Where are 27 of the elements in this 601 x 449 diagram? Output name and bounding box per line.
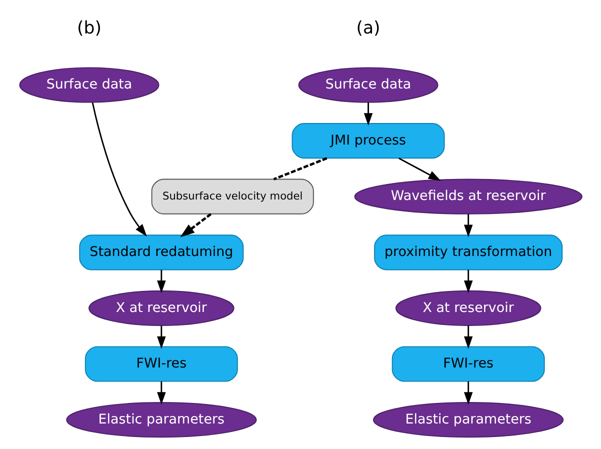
arrow xyxy=(156,326,166,349)
arrow xyxy=(91,102,146,237)
arrow xyxy=(156,270,166,294)
node-ellipse: Surface data xyxy=(298,67,438,103)
arrow xyxy=(363,102,372,126)
arrow xyxy=(463,270,472,294)
node-box: FWI-res xyxy=(84,346,238,382)
node-ellipse: Wavefields at reservoir xyxy=(354,178,582,214)
label: (b) xyxy=(76,18,101,38)
arrow xyxy=(156,381,166,405)
node-box: Subsurface velocity model xyxy=(150,178,314,214)
node-ellipse: X at reservoir xyxy=(88,290,234,326)
connector xyxy=(272,157,327,180)
node-box: proximity transformation xyxy=(374,234,562,270)
node-ellipse: Surface data xyxy=(18,67,159,103)
arrow xyxy=(398,158,440,181)
node-ellipse: Elastic parameters xyxy=(372,402,564,438)
arrow xyxy=(463,214,472,238)
node-box: Standard redatuming xyxy=(78,234,244,270)
node-ellipse: X at reservoir xyxy=(394,290,541,326)
node-box: JMI process xyxy=(291,123,444,159)
arrow xyxy=(463,381,472,405)
arrow xyxy=(463,326,472,349)
node-box: FWI-res xyxy=(391,346,544,382)
label: (a) xyxy=(356,18,380,38)
node-ellipse: Elastic parameters xyxy=(66,402,256,438)
arrow xyxy=(180,213,212,238)
